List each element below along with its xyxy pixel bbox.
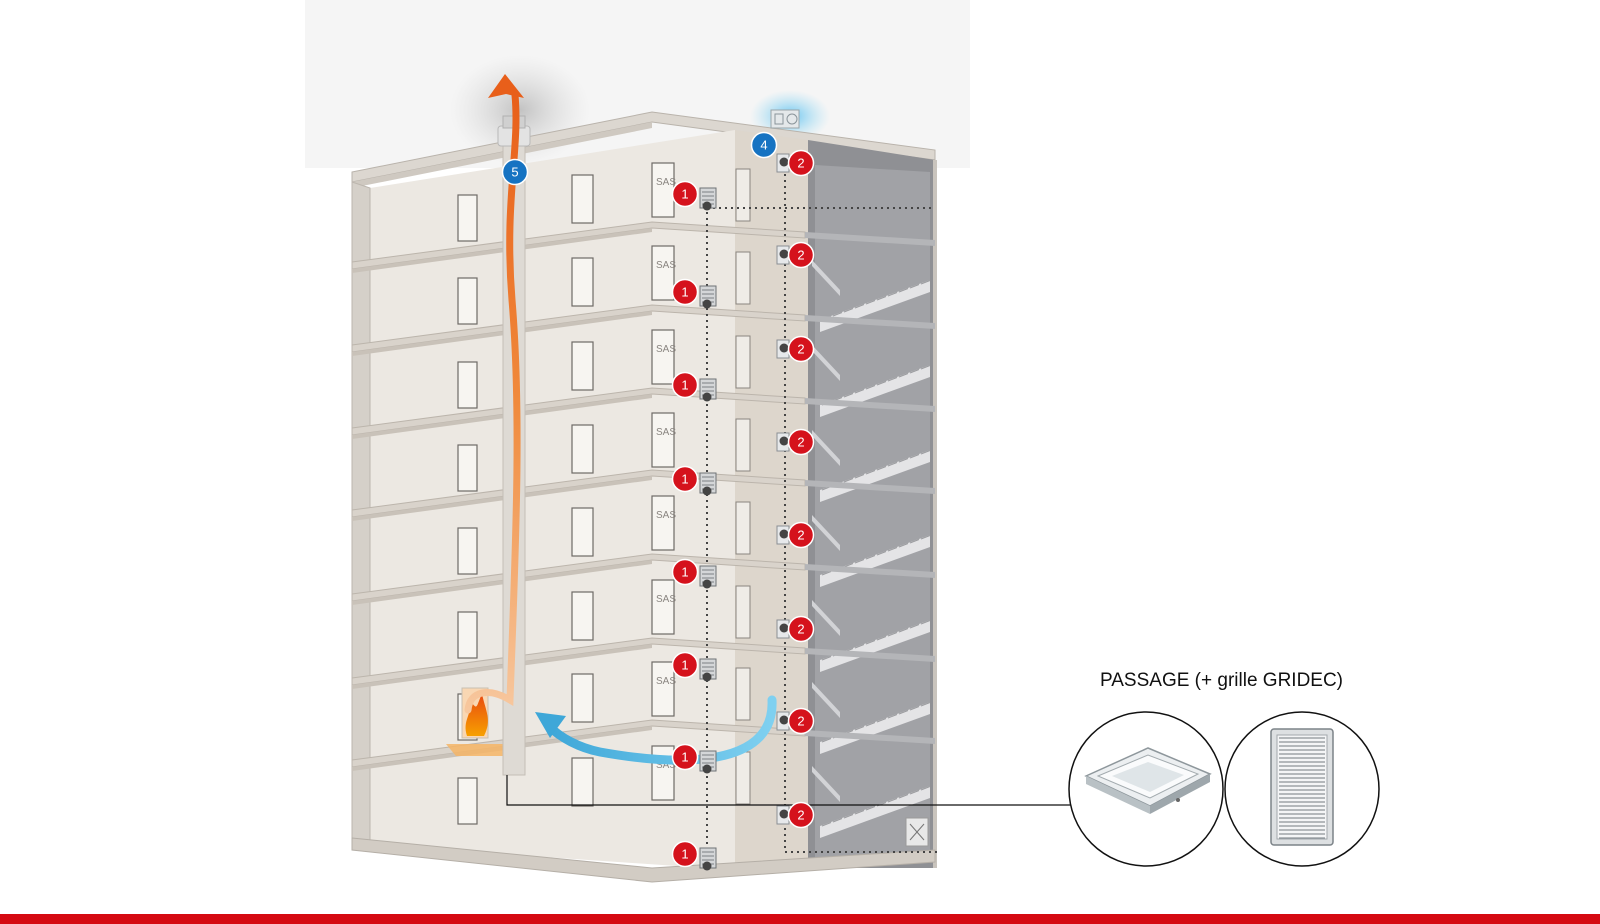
room-door xyxy=(457,777,478,825)
sas-door xyxy=(651,412,675,468)
corridor-door xyxy=(735,335,751,389)
svg-text:1: 1 xyxy=(681,847,688,862)
marker-floor-damper: 1 xyxy=(671,278,699,306)
svg-text:2: 2 xyxy=(797,714,804,729)
roof-supply-unit xyxy=(770,109,800,129)
base-slab xyxy=(351,837,936,883)
room-door xyxy=(571,673,594,723)
stair-flights xyxy=(812,260,931,838)
svg-text:1: 1 xyxy=(681,658,688,673)
svg-text:1: 1 xyxy=(681,565,688,580)
sas-door-label: SAS xyxy=(656,260,676,271)
marker-exhaust-fan: 5 xyxy=(501,158,529,186)
room-door xyxy=(457,194,478,242)
fresh-air-flow-arrow xyxy=(535,695,777,765)
corridor-door xyxy=(735,251,751,305)
marker-stair-damper: 2 xyxy=(787,615,815,643)
sas-door xyxy=(651,579,675,635)
svg-text:2: 2 xyxy=(797,528,804,543)
svg-text:2: 2 xyxy=(797,342,804,357)
stair-flight xyxy=(812,682,931,754)
marker-floor-damper: 1 xyxy=(671,743,699,771)
room-door xyxy=(571,174,594,224)
sas-door xyxy=(651,329,675,385)
callout-passage-detail xyxy=(1068,711,1380,867)
room-door xyxy=(457,527,478,575)
svg-text:1: 1 xyxy=(681,750,688,765)
room-door xyxy=(457,361,478,409)
svg-text:2: 2 xyxy=(797,435,804,450)
corridor-door xyxy=(735,168,751,222)
svg-text:2: 2 xyxy=(797,156,804,171)
room-door xyxy=(571,424,594,474)
marker-floor-damper: 1 xyxy=(671,465,699,493)
sas-door xyxy=(651,162,675,218)
marker-floor-damper: 1 xyxy=(671,840,699,868)
corridor-door xyxy=(735,585,751,639)
marker-stair-damper: 2 xyxy=(787,241,815,269)
svg-text:1: 1 xyxy=(681,472,688,487)
room-door xyxy=(571,341,594,391)
corridor-door xyxy=(735,501,751,555)
marker-stair-damper: 2 xyxy=(787,521,815,549)
background-right xyxy=(970,0,1600,168)
room-door xyxy=(571,257,594,307)
callout-caption: PASSAGE (+ grille GRIDEC) xyxy=(1100,670,1344,691)
background-left xyxy=(0,0,305,168)
stair-extract-grille xyxy=(905,817,929,847)
markers: 1 1 1 1 1 1 1 1 2 2 2 2 2 2 2 2 4 5 xyxy=(501,131,815,868)
passage-frame-illustration xyxy=(1084,747,1212,814)
marker-stair-damper: 2 xyxy=(787,428,815,456)
marker-floor-damper: 1 xyxy=(671,651,699,679)
svg-text:5: 5 xyxy=(511,165,518,180)
room-door xyxy=(571,507,594,557)
stair-flight xyxy=(812,600,931,672)
room-door xyxy=(571,591,594,641)
marker-floor-damper: 1 xyxy=(671,180,699,208)
marker-stair-damper: 2 xyxy=(787,801,815,829)
sas-door-label: SAS xyxy=(656,177,676,188)
svg-text:1: 1 xyxy=(681,285,688,300)
gridec-grille-illustration xyxy=(1270,728,1334,846)
sas-door-label: SAS xyxy=(656,344,676,355)
marker-stair-damper: 2 xyxy=(787,335,815,363)
svg-text:1: 1 xyxy=(681,187,688,202)
room-door xyxy=(457,444,478,492)
accent-bar xyxy=(0,914,1600,924)
corridor-door xyxy=(735,751,751,805)
sas-door-label: SAS xyxy=(656,760,676,771)
corridor-door xyxy=(735,418,751,472)
marker-supply-fan: 4 xyxy=(750,131,778,159)
marker-floor-damper: 1 xyxy=(671,371,699,399)
sas-door-label: SAS xyxy=(656,676,676,687)
sas-door xyxy=(651,745,675,801)
doors: SAS SAS SAS SAS SAS SAS SAS SAS xyxy=(457,162,751,825)
svg-text:4: 4 xyxy=(760,138,767,153)
sas-door-label: SAS xyxy=(656,510,676,521)
callout-leader-line xyxy=(506,775,1072,806)
sas-door-label: SAS xyxy=(656,594,676,605)
svg-text:2: 2 xyxy=(797,248,804,263)
marker-floor-damper: 1 xyxy=(671,558,699,586)
sas-door xyxy=(651,495,675,551)
room-door xyxy=(571,757,594,807)
svg-text:1: 1 xyxy=(681,378,688,393)
floor-slabs xyxy=(351,221,935,771)
svg-text:2: 2 xyxy=(797,622,804,637)
marker-stair-damper: 2 xyxy=(787,707,815,735)
vents xyxy=(699,153,790,871)
svg-text:2: 2 xyxy=(797,808,804,823)
stair-flight xyxy=(812,766,931,838)
sas-door-label: SAS xyxy=(656,427,676,438)
corridor-door xyxy=(735,667,751,721)
room-door xyxy=(457,277,478,325)
sas-door xyxy=(651,661,675,717)
room-door xyxy=(457,611,478,659)
sas-door xyxy=(651,245,675,301)
marker-stair-damper: 2 xyxy=(787,149,815,177)
